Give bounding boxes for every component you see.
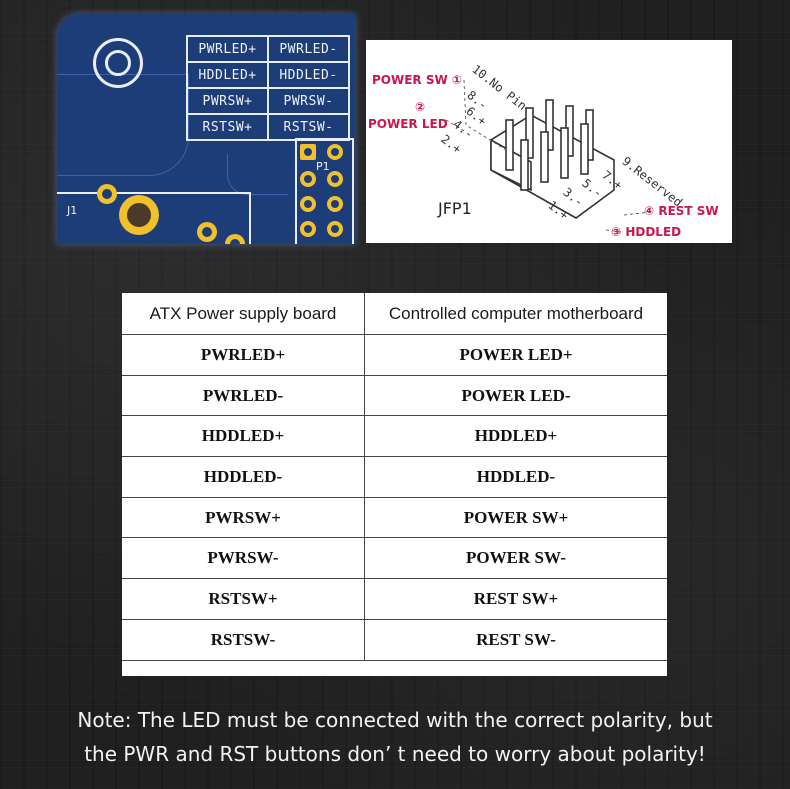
header-pin [300, 221, 316, 237]
jfp1-title: JFP1 [438, 199, 472, 218]
pin-mapping-table: ATX Power supply board Controlled comput… [122, 293, 667, 676]
label-power-sw: POWER SW ① [372, 73, 463, 87]
motherboard-pin-cell: REST SW- [364, 619, 667, 661]
p1-label: P1 [316, 160, 330, 173]
label-rest-sw: ④ REST SW [644, 204, 719, 218]
header-pin [327, 196, 343, 212]
header-pin [327, 221, 343, 237]
pcb-trace [227, 154, 288, 195]
silk-label: PWRSW- [267, 89, 348, 113]
silk-label: PWRLED+ [198, 41, 257, 57]
silk-label: HDDLED+ [198, 67, 257, 83]
table-row: HDDLED+ HDDLED+ [122, 415, 667, 458]
header-pin [327, 144, 343, 160]
solder-pad [225, 234, 245, 244]
table-row: PWRSW+ POWER SW+ [122, 497, 667, 539]
silk-label: RSTSW+ [202, 119, 253, 135]
silk-label: HDDLED- [267, 63, 348, 87]
table-row: RSTSW+ REST SW+ [122, 578, 667, 620]
table-row: RSTSW- REST SW- [122, 619, 667, 661]
silkscreen-label-grid: PWRLED+ PWRLED- HDDLED+ HDDLED- PWRSW+ P… [186, 35, 350, 141]
motherboard-pin-cell: POWER LED+ [364, 334, 667, 376]
atx-pin-cell: PWRLED- [122, 375, 365, 417]
motherboard-pin-cell: HDDLED- [364, 456, 667, 498]
column-header: Controlled computer motherboard [364, 293, 667, 335]
label-hddled: ③ HDDLED [611, 225, 682, 239]
table-row: PWRLED- POWER LED- [122, 375, 667, 417]
pcb-image: PWRLED+ PWRLED- HDDLED+ HDDLED- PWRSW+ P… [57, 14, 355, 244]
motherboard-pin-cell: REST SW+ [364, 578, 667, 620]
table-row: PWRLED+ POWER LED+ [122, 334, 667, 376]
note-line: Note: The LED must be connected with the… [77, 708, 713, 732]
atx-pin-cell: RSTSW+ [122, 578, 365, 620]
header-pin [300, 171, 316, 187]
header-pin [300, 144, 316, 160]
table-row: PWRSW- POWER SW- [122, 537, 667, 580]
silk-row: RSTSW+ RSTSW- [188, 115, 348, 139]
atx-pin-cell: HDDLED+ [122, 415, 365, 458]
motherboard-pin-cell: HDDLED+ [364, 415, 667, 458]
solder-pad [197, 222, 217, 242]
motherboard-pin-cell: POWER SW- [364, 537, 667, 580]
silk-label: PWRLED- [267, 37, 348, 61]
table-header-row: ATX Power supply board Controlled comput… [122, 293, 667, 335]
silk-row: HDDLED+ HDDLED- [188, 63, 348, 89]
atx-pin-cell: PWRSW+ [122, 497, 365, 539]
motherboard-pin-cell: POWER LED- [364, 375, 667, 417]
atx-pin-cell: PWRSW- [122, 537, 365, 580]
motherboard-pin-cell: POWER SW+ [364, 497, 667, 539]
atx-pin-cell: PWRLED+ [122, 334, 365, 376]
connector-drawing [445, 79, 652, 233]
jfp1-diagram: POWER SW ① ② POWER LED ④ REST SW ③ HDDLE… [366, 40, 732, 243]
atx-pin-cell: HDDLED- [122, 456, 365, 498]
silk-row: PWRLED+ PWRLED- [188, 37, 348, 63]
solder-pad-large [119, 195, 159, 235]
silk-label: RSTSW- [267, 115, 348, 139]
note-line: the PWR and RST buttons don’ t need to w… [84, 742, 706, 766]
silk-row: PWRSW+ PWRSW- [188, 89, 348, 115]
j1-label: J1 [67, 204, 78, 217]
label-power-led-number: ② [415, 100, 426, 114]
column-header: ATX Power supply board [122, 293, 365, 335]
mount-hole [93, 38, 143, 88]
silk-label: PWRSW+ [202, 93, 253, 109]
header-pin [327, 171, 343, 187]
p1-header-outline [295, 138, 354, 244]
j1-outline [57, 192, 251, 244]
header-pin [300, 196, 316, 212]
atx-pin-cell: RSTSW- [122, 619, 365, 661]
pcb-trace [57, 74, 189, 176]
polarity-note: Note: The LED must be connected with the… [0, 703, 790, 771]
label-power-led: POWER LED [368, 117, 448, 131]
table-row: HDDLED- HDDLED- [122, 456, 667, 498]
solder-pad [97, 184, 117, 204]
